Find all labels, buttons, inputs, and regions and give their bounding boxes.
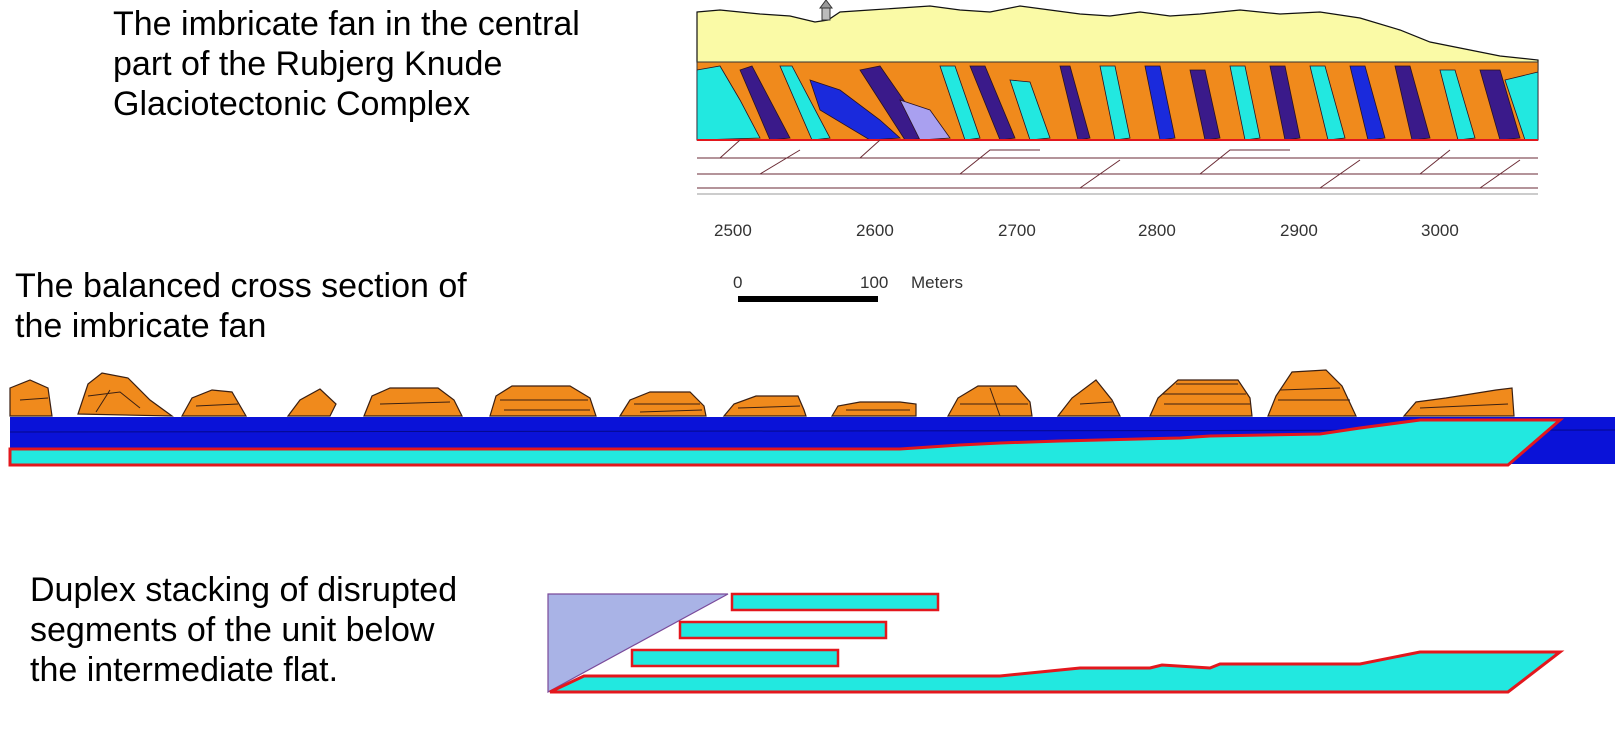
scale-start-label: 0 xyxy=(733,273,742,292)
ramp-wedge xyxy=(547,593,729,694)
caption-balanced-section: The balanced cross section of the imbric… xyxy=(15,266,575,346)
horse-segment xyxy=(630,648,840,668)
axis-tick-label: 3000 xyxy=(1421,221,1459,240)
restored-unit xyxy=(8,418,1565,467)
scale-bar-line xyxy=(738,296,878,302)
scale-unit-label: Meters xyxy=(911,273,963,292)
scale-bar: 0 100 Meters xyxy=(733,273,963,302)
axis-tick-label: 2800 xyxy=(1138,221,1176,240)
caption-line: Glaciotectonic Complex xyxy=(113,85,471,123)
axis-tick-label: 2600 xyxy=(856,221,894,240)
distance-axis: 2500 2600 2700 2800 2900 3000 xyxy=(714,221,1459,240)
duplex-stack xyxy=(547,592,1565,694)
imbricate-slices xyxy=(696,65,1539,141)
thrust-blocks xyxy=(9,369,1515,417)
horse-segment xyxy=(678,620,888,640)
block-faults xyxy=(19,383,1509,417)
axis-tick-label: 2700 xyxy=(998,221,1036,240)
church-icon xyxy=(819,0,833,21)
horse-segment xyxy=(730,592,940,612)
scale-end-label: 100 xyxy=(860,273,888,292)
caption-line: Duplex stacking of disrupted xyxy=(30,571,458,609)
caption-line: the imbricate fan xyxy=(15,307,267,345)
lower-strata xyxy=(697,139,1538,189)
caption-line: The balanced cross section of xyxy=(15,267,467,305)
caption-line: the intermediate flat. xyxy=(30,651,339,689)
caption-line: part of the Rubjerg Knude xyxy=(113,45,503,83)
imbricate-fan-section xyxy=(696,0,1539,195)
axis-tick-label: 2900 xyxy=(1280,221,1318,240)
axis-tick-label: 2500 xyxy=(714,221,752,240)
caption-line: The imbricate fan in the central xyxy=(113,5,580,43)
caption-imbricate-fan: The imbricate fan in the central part of… xyxy=(113,4,673,124)
caption-line: segments of the unit below xyxy=(30,611,435,649)
caption-duplex-stacking: Duplex stacking of disrupted segments of… xyxy=(30,570,550,690)
balanced-section xyxy=(8,369,1616,467)
floor-unit xyxy=(549,650,1565,694)
